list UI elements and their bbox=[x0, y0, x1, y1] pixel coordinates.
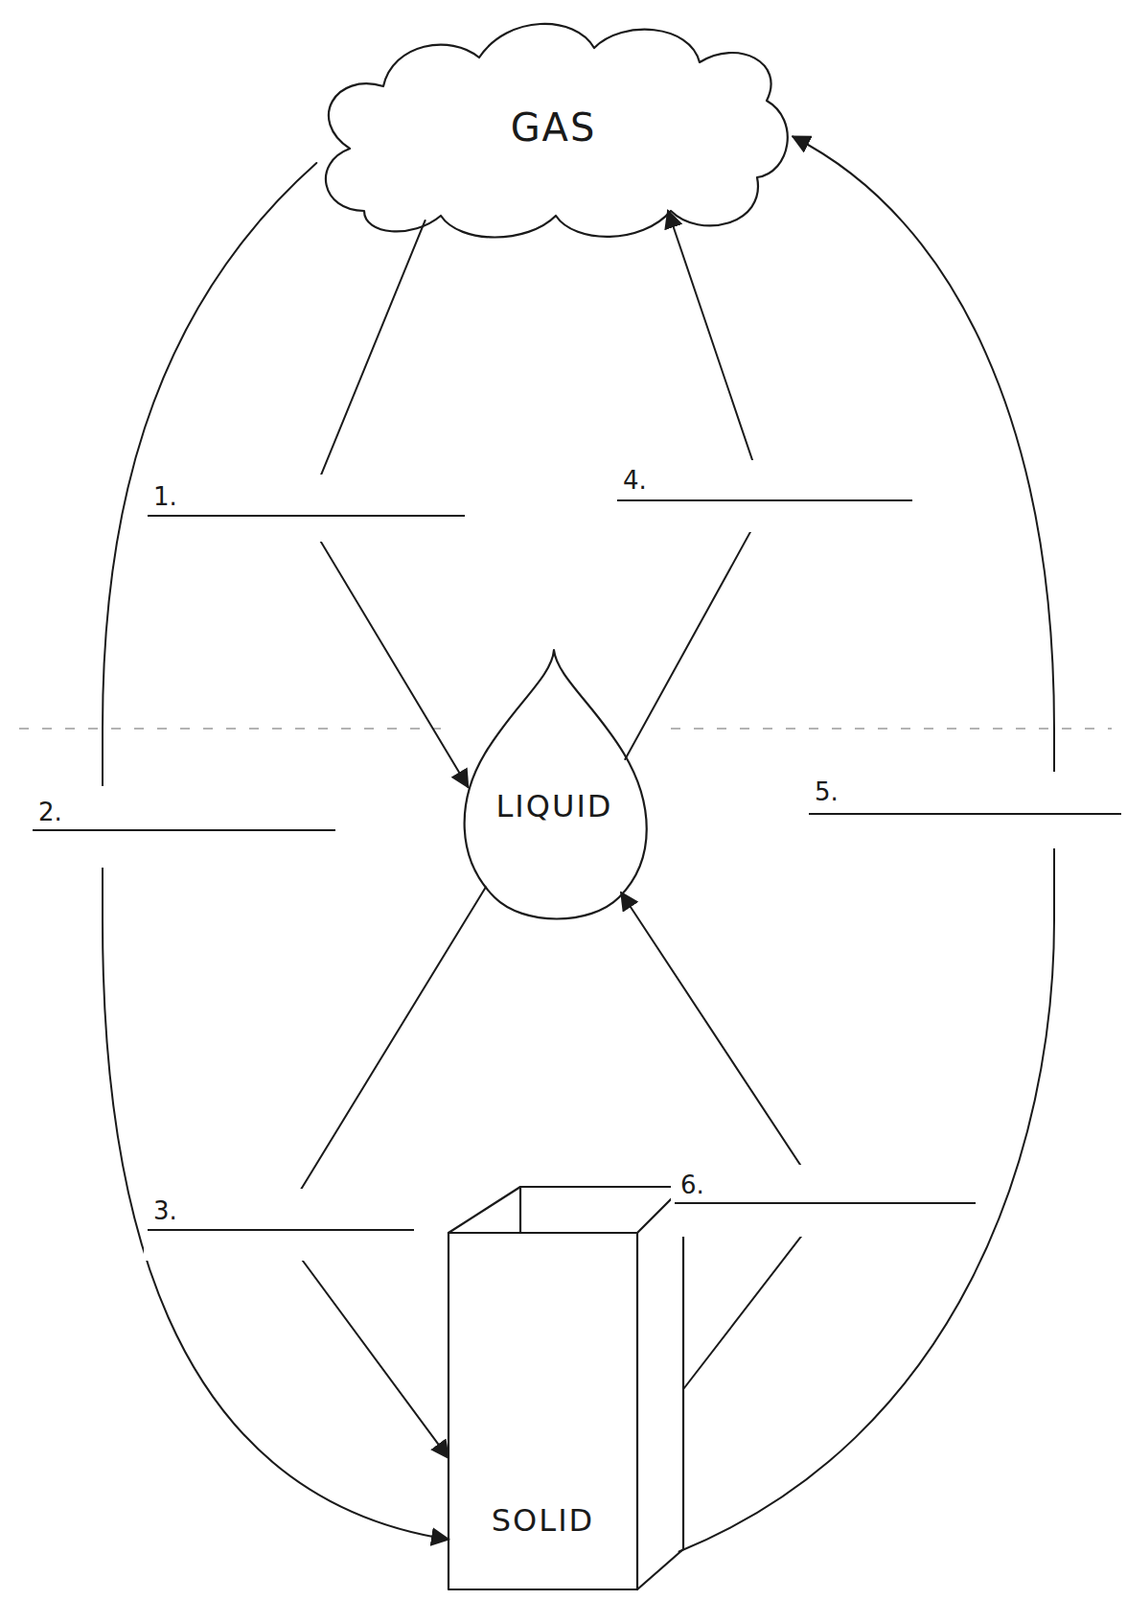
gas-cloud: GAS bbox=[306, 4, 801, 245]
state-name: SOLID bbox=[491, 1501, 595, 1539]
callout-number: 3. bbox=[153, 1196, 178, 1225]
answer-blank: 3. bbox=[143, 1188, 414, 1261]
blank-line bbox=[147, 514, 465, 517]
blank-line bbox=[147, 1228, 414, 1231]
callout-number: 1. bbox=[153, 482, 178, 511]
answer-blank: 5. bbox=[805, 771, 1122, 849]
phase-change-arrow bbox=[277, 886, 486, 1457]
answer-blank: 2. bbox=[28, 785, 336, 868]
node-text-box: SOLID bbox=[448, 1491, 638, 1549]
callout-number: 2. bbox=[38, 797, 63, 827]
node-text-box: GAS bbox=[306, 98, 801, 157]
phase-change-arrow bbox=[621, 892, 827, 1388]
answer-blank: 4. bbox=[613, 460, 913, 532]
state-name: GAS bbox=[510, 105, 598, 150]
blank-line bbox=[32, 828, 336, 831]
blank-line bbox=[617, 499, 913, 502]
liquid-drop: LIQUID bbox=[456, 647, 653, 926]
solid-cube: SOLID bbox=[448, 1184, 687, 1592]
node-text-box: LIQUID bbox=[456, 753, 653, 859]
blank-line bbox=[808, 812, 1122, 815]
state-name: LIQUID bbox=[496, 787, 614, 825]
callout-number: 5. bbox=[814, 777, 839, 806]
callout-number: 4. bbox=[622, 465, 647, 495]
answer-blank: 1. bbox=[143, 474, 465, 542]
callout-number: 6. bbox=[680, 1170, 705, 1199]
dashed-guide bbox=[670, 727, 1112, 730]
blank-line bbox=[674, 1201, 976, 1204]
liquid-drop-outline bbox=[456, 647, 653, 926]
dashed-guide bbox=[19, 727, 441, 730]
answer-blank: 6. bbox=[670, 1164, 976, 1237]
